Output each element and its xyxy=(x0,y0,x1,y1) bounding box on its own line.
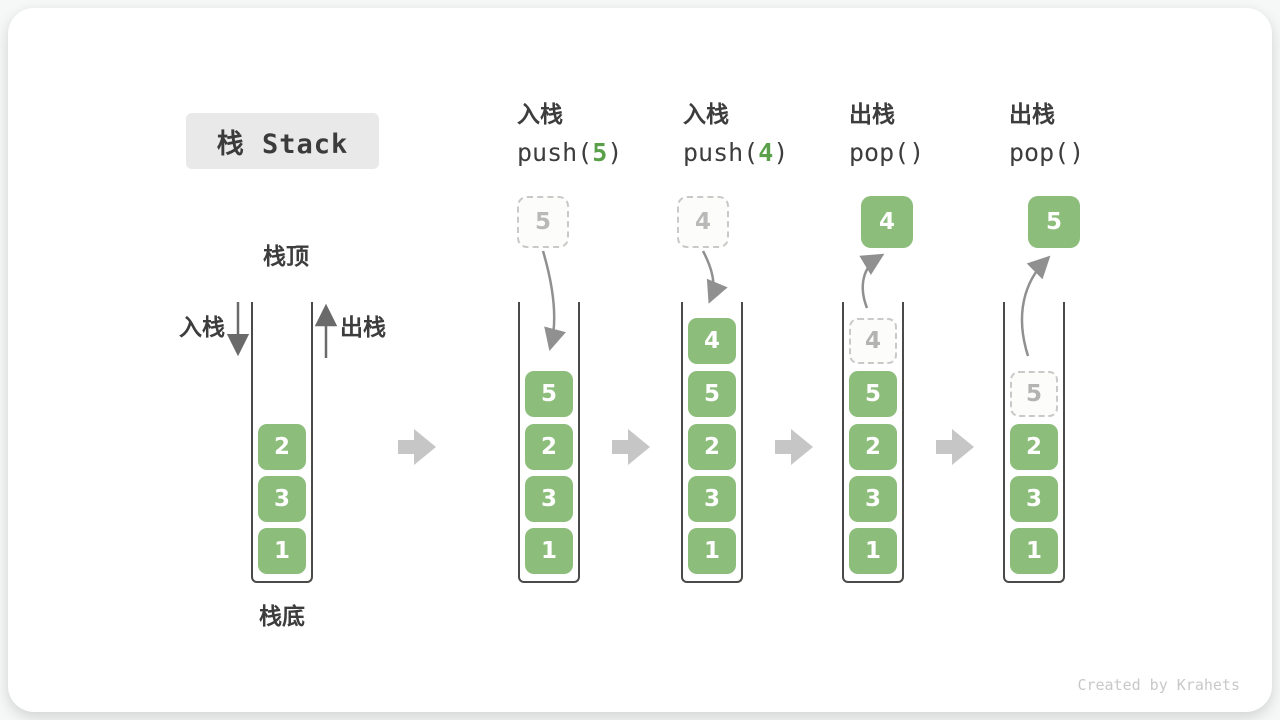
operation-code: push(4) xyxy=(683,140,788,165)
stack-state-initial-container xyxy=(251,302,313,583)
stack-state-after-pop-4-container xyxy=(842,302,904,583)
stack-cell: 3 xyxy=(1010,476,1058,522)
operation-push4: 入栈 push(4) xyxy=(683,102,788,166)
stack-bottom-label: 栈底 xyxy=(259,604,305,630)
code-call: push( xyxy=(683,138,759,167)
operation-label: 出栈 xyxy=(1009,102,1055,128)
operation-push5: 入栈 push(5) xyxy=(517,102,622,166)
code-close: ) xyxy=(607,138,623,167)
figure-title-label: 栈 Stack xyxy=(216,128,349,160)
stack-cell: 5 xyxy=(525,371,573,417)
stack-cell: 2 xyxy=(1010,424,1058,470)
operation-code: pop() xyxy=(849,140,924,165)
stack-state-after-push5-container xyxy=(518,302,580,583)
operation-label: 入栈 xyxy=(683,102,729,128)
operation-pop-2: 出栈 pop() xyxy=(1009,102,1084,166)
stack-cell: 3 xyxy=(258,476,306,522)
operation-label: 出栈 xyxy=(849,102,895,128)
stack-cell: 1 xyxy=(258,528,306,574)
stack-top-label: 栈顶 xyxy=(263,244,309,270)
stack-cell: 2 xyxy=(849,424,897,470)
stack-cell: 3 xyxy=(849,476,897,522)
code-close: ) xyxy=(909,138,925,167)
stack-cell: 1 xyxy=(1010,528,1058,574)
stack-cell: 5 xyxy=(849,371,897,417)
code-call: push( xyxy=(517,138,593,167)
stack-cell: 1 xyxy=(688,528,736,574)
figure-title: 栈 Stack xyxy=(186,113,379,169)
stack-state-after-push4-container xyxy=(681,302,743,583)
stack-cell: 1 xyxy=(849,528,897,574)
operation-label: 入栈 xyxy=(517,102,563,128)
stack-cell: 3 xyxy=(525,476,573,522)
push-side-label: 入栈 xyxy=(179,315,225,341)
stack-state-after-pop-5-container xyxy=(1003,302,1065,583)
watermark: Created by Krahets xyxy=(1077,676,1240,694)
stack-cell: 2 xyxy=(688,424,736,470)
code-call: pop( xyxy=(1009,138,1070,167)
stack-cell: 3 xyxy=(688,476,736,522)
popped-element-box: 4 xyxy=(861,196,913,248)
stack-cell-ghost: 5 xyxy=(1010,371,1058,417)
stack-cell-ghost: 4 xyxy=(849,318,897,364)
stack-cell: 2 xyxy=(525,424,573,470)
incoming-element-box: 5 xyxy=(517,196,569,248)
pop-side-label: 出栈 xyxy=(340,315,386,341)
code-arg: 5 xyxy=(592,138,608,167)
popped-element-box: 5 xyxy=(1028,196,1080,248)
stack-cell: 5 xyxy=(688,371,736,417)
code-call: pop( xyxy=(849,138,910,167)
operation-code: pop() xyxy=(1009,140,1084,165)
incoming-element-box: 4 xyxy=(677,196,729,248)
operation-pop-1: 出栈 pop() xyxy=(849,102,924,166)
code-arg: 4 xyxy=(758,138,774,167)
code-close: ) xyxy=(1069,138,1085,167)
stack-cell: 4 xyxy=(688,318,736,364)
operation-code: push(5) xyxy=(517,140,622,165)
code-close: ) xyxy=(773,138,789,167)
stack-cell: 2 xyxy=(258,424,306,470)
stack-cell: 1 xyxy=(525,528,573,574)
